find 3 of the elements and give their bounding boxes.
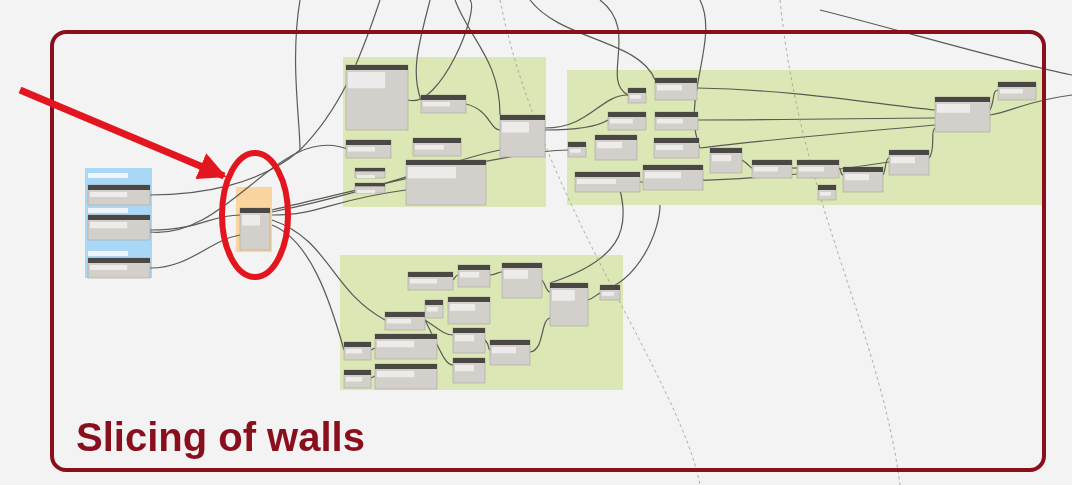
highlight-ellipse [219, 150, 291, 280]
arrow [18, 86, 227, 180]
group-title: Slicing of walls [76, 415, 365, 460]
